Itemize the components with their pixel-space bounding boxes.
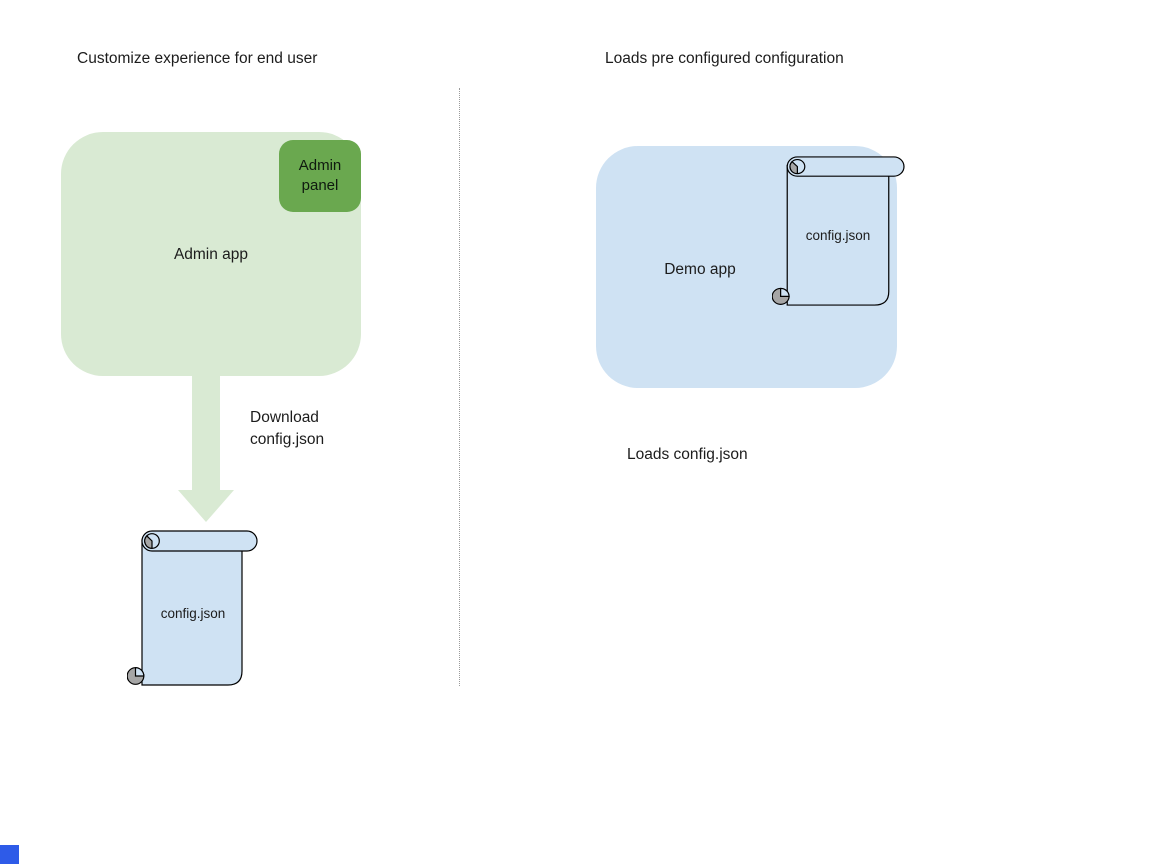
download-arrow-label: Download config.json <box>250 409 325 448</box>
left-config-file-label: config.json <box>160 606 226 621</box>
left-section-title: Customize experience for end user <box>77 50 318 67</box>
corner-blue-square <box>0 845 19 864</box>
right-section-title: Loads pre configured configuration <box>605 50 844 67</box>
admin-panel-box: Admin panel <box>279 140 361 212</box>
right-config-file-label: config.json <box>805 227 871 243</box>
admin-app-label: Admin app <box>173 246 249 263</box>
down-arrow-icon <box>178 376 234 522</box>
loads-config-caption: Loads config.json <box>627 446 748 463</box>
scroll-document-icon <box>127 530 258 686</box>
scroll-document-icon <box>772 156 905 306</box>
demo-app-label: Demo app <box>664 261 736 278</box>
admin-panel-label: Admin panel <box>298 157 342 194</box>
section-divider <box>459 88 460 686</box>
